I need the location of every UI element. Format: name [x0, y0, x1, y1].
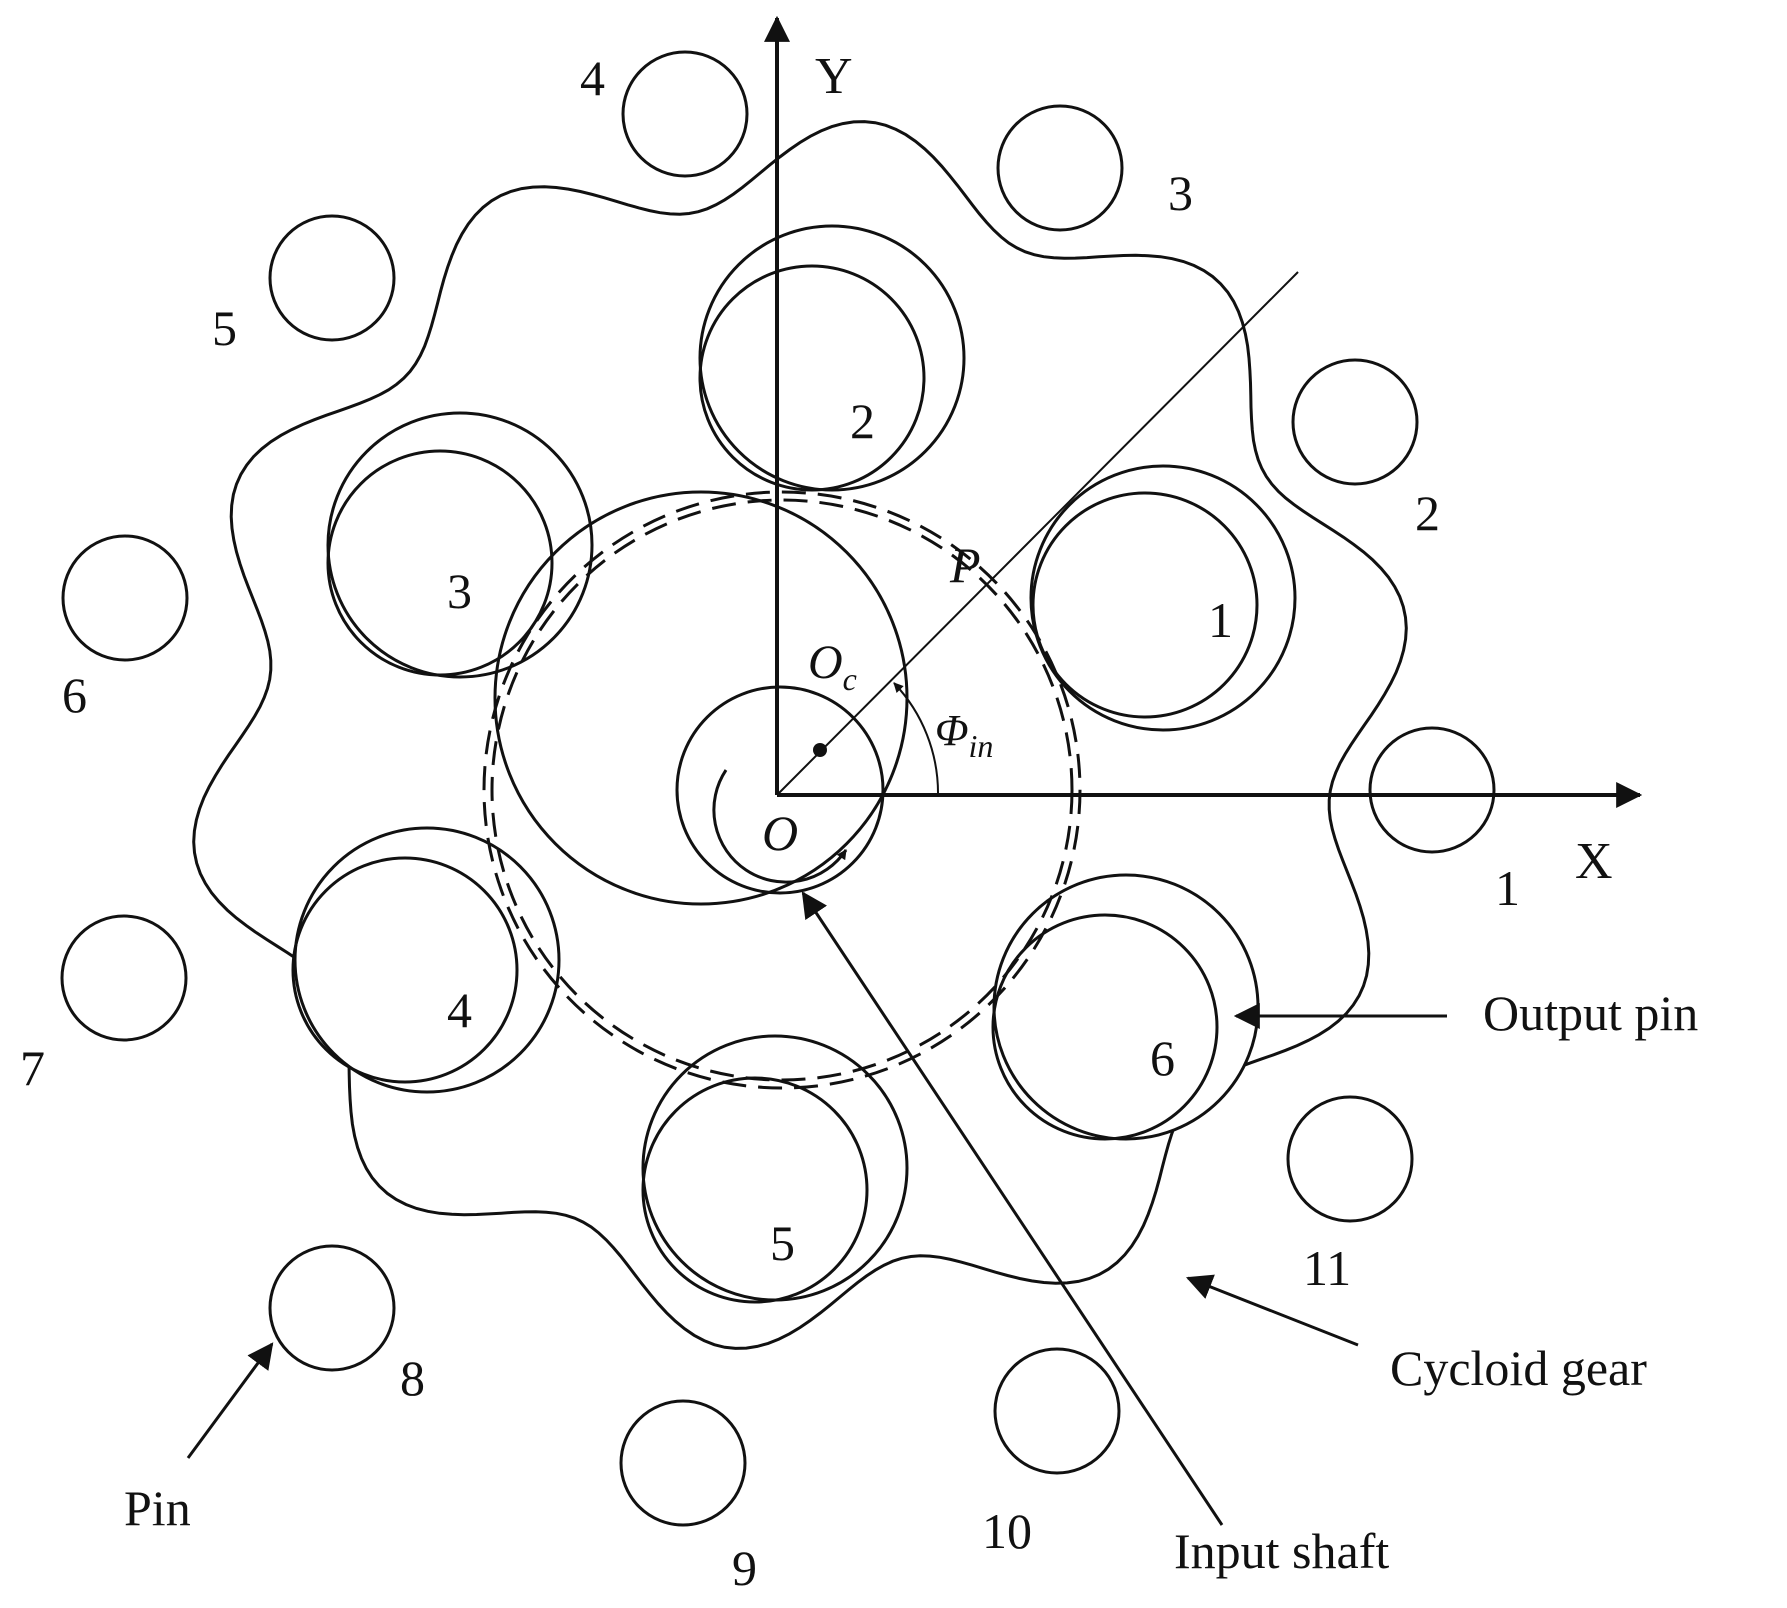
pin-circle [1286, 1095, 1414, 1223]
y-axis-label: Y [815, 48, 853, 105]
output-pin [698, 264, 926, 492]
pin-label: 3 [1168, 165, 1193, 221]
output-pin-label: 1 [1208, 592, 1233, 648]
output-pin [1031, 491, 1259, 719]
pin-labels: 1 2 3 4 5 6 7 8 9 10 11 [20, 50, 1520, 1596]
pin-circle [621, 50, 749, 178]
pin-circle [268, 214, 396, 342]
pin-label: 5 [212, 300, 237, 356]
dashed-bearing-inner [490, 498, 1074, 1082]
origin-label: O [762, 805, 798, 861]
output-pin-hole [293, 826, 561, 1094]
angle-label: Φin [935, 706, 993, 764]
output-pin-label: 6 [1150, 1030, 1175, 1086]
eccentric-center-subscript: c [843, 661, 857, 697]
pin-callout: Pin [124, 1480, 191, 1536]
pin-label: 2 [1415, 485, 1440, 541]
output-pin [291, 856, 519, 1084]
angle-arc [893, 682, 940, 796]
pin-label: 9 [732, 1540, 757, 1596]
pin-circle [61, 534, 189, 662]
pin-label: 8 [400, 1350, 425, 1406]
pin-circle [993, 1347, 1121, 1475]
pin-label: 11 [1303, 1240, 1351, 1296]
output-pin-label: 3 [447, 563, 472, 619]
pin-circle [1291, 358, 1419, 486]
pin-label: 1 [1495, 860, 1520, 916]
cycloid-gear-callout: Cycloid gear [1390, 1340, 1647, 1396]
pin-label: 10 [982, 1503, 1032, 1559]
input-shaft-callout: Input shaft [1174, 1523, 1389, 1579]
output-pin-label: 5 [770, 1215, 795, 1271]
angle-subscript: in [969, 728, 994, 764]
output-pin-label: 4 [447, 982, 472, 1038]
pin-circle [1368, 726, 1496, 854]
eccentric-center-dot [813, 743, 827, 757]
dashed-bearing-outer [482, 490, 1082, 1090]
pin-label: 6 [62, 667, 87, 723]
eccentric-center-letter: O [808, 636, 843, 689]
pin-circle [996, 104, 1124, 232]
output-pin-hole [698, 224, 966, 492]
pin-arrow [186, 1342, 274, 1459]
output-pin-hole [992, 873, 1260, 1141]
input-shaft-arrow [801, 891, 1224, 1526]
rotation-arrow [712, 769, 848, 884]
output-pin [326, 449, 554, 677]
output-pin [991, 913, 1219, 1141]
cycloid-gear-outline [192, 120, 1408, 1350]
x-axis-label: X [1575, 833, 1613, 890]
contact-point-label: P [949, 537, 981, 593]
output-pin-holes [291, 224, 1297, 1304]
cycloid-gear-arrow [1185, 1274, 1359, 1347]
pin-label: 7 [20, 1040, 45, 1096]
pin-circle [268, 1244, 396, 1372]
pin-circles [60, 50, 1496, 1527]
eccentric-radial-line [776, 271, 1299, 796]
pin-label: 4 [580, 50, 605, 106]
output-pin-callout: Output pin [1483, 985, 1698, 1041]
angle-symbol: Φ [935, 706, 969, 755]
output-pin-label: 2 [850, 393, 875, 449]
eccentric-center-label: Oc [808, 636, 857, 697]
input-shaft-circle [675, 685, 885, 895]
output-pin-labels: 1 2 3 4 5 6 [447, 393, 1233, 1271]
pin-circle [619, 1399, 747, 1527]
pin-circle [60, 914, 188, 1042]
